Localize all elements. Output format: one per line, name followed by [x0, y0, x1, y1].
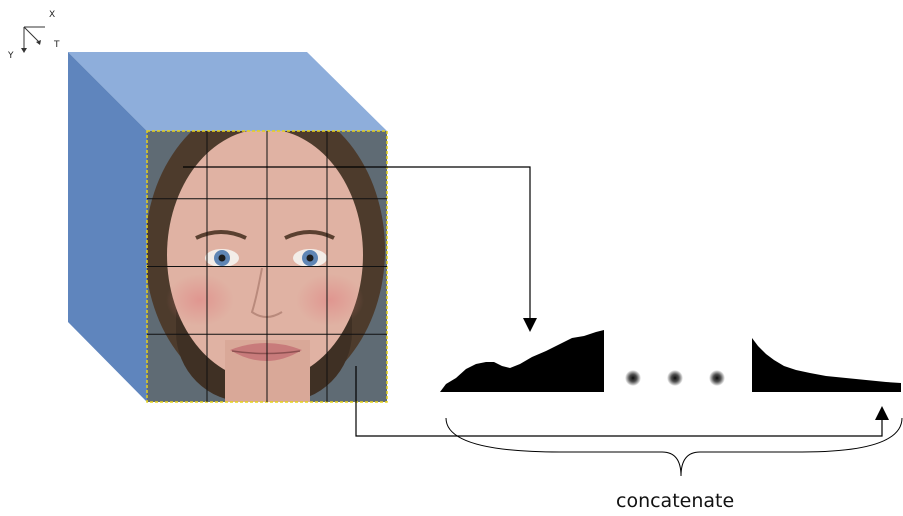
- arrowhead-last: [875, 406, 889, 420]
- cube-top-face: [68, 52, 387, 131]
- grid-lines: [147, 131, 387, 402]
- video-volume-cube: [68, 52, 387, 402]
- x-axis-label: X: [49, 10, 55, 20]
- concatenate-brace: [445, 417, 903, 477]
- histogram-block-first: [440, 330, 604, 392]
- y-axis-label: Y: [7, 51, 14, 61]
- axes-indicator: X Y T: [7, 10, 60, 61]
- histogram-block-last: [752, 338, 901, 392]
- cube-side-face: [68, 52, 147, 402]
- connector-arrow-first-block: [183, 166, 531, 320]
- concatenate-caption: concatenate: [616, 490, 734, 512]
- ellipsis-icon: [625, 370, 725, 386]
- face-image: [147, 131, 387, 402]
- t-axis-label: T: [53, 40, 60, 50]
- arrowhead-first: [523, 318, 537, 332]
- connector-arrow-last-block: [355, 366, 883, 437]
